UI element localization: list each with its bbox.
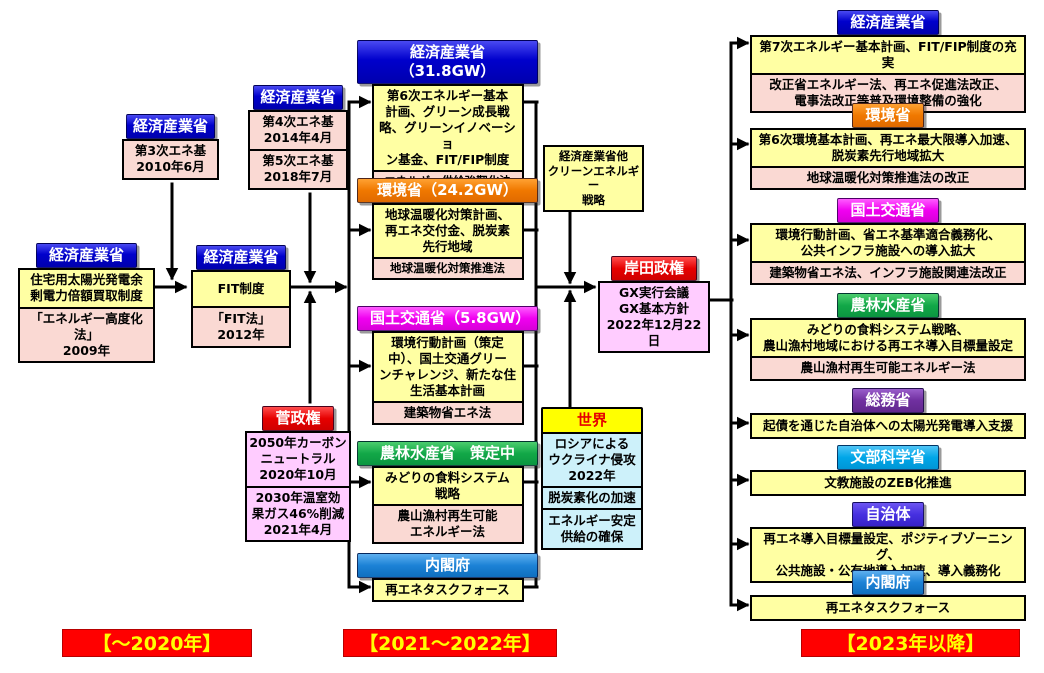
- policy-box: 第7次エネルギー基本計画、FIT/FIP制度の充実: [750, 34, 1026, 75]
- policy-box: 2030年温室効 果ガス46%削減 2021年4月: [245, 485, 351, 542]
- section-meti-3rd-energy-plan: 経済産業省 第3次エネ基 2010年6月: [122, 114, 219, 180]
- section-world: 世界 ロシアによる ウクライナ侵攻 2022年 脱炭素化の加速 エネルギー安定 …: [541, 407, 643, 550]
- section-mlit-5-8gw: 国土交通省（5.8GW） 環境行動計画（策定 中）、国土交通グリー ンチャレンジ…: [357, 306, 538, 425]
- section-meti-fit: 経済産業省 FIT制度 「FIT法」 2012年: [191, 245, 291, 348]
- ministry-header: 内閣府: [357, 553, 538, 578]
- ministry-header: 総務省: [852, 388, 924, 413]
- section-maff-planning: 農林水産省 策定中 みどりの食料システム 戦略 農山漁村再生可能 エネルギー法: [357, 441, 538, 544]
- law-box: 「エネルギー高度化法」 2009年: [18, 306, 155, 363]
- section-cabinet-office-2023: 内閣府 再エネタスクフォース: [750, 570, 1026, 621]
- ministry-header: 経済産業省: [35, 243, 137, 268]
- policy-box: 起債を通じた自治体への太陽光発電導入支援: [750, 412, 1026, 439]
- timeline-label-2023-onward: 【2023年以降】: [801, 629, 1020, 657]
- ministry-header: 経済産業省: [125, 114, 215, 139]
- ministry-header: 内閣府: [852, 570, 924, 595]
- event-box: 脱炭素化の加速: [541, 485, 643, 510]
- ministry-header: 国土交通省（5.8GW）: [357, 306, 538, 331]
- policy-box: 第5次エネ基 2018年7月: [248, 148, 348, 190]
- law-box: 農山漁村再生可能エネルギー法: [750, 355, 1026, 381]
- box-clean-energy-strategy: 経済産業省他 クリーンエネルギー 戦略: [543, 145, 644, 212]
- law-box: 建築物省エネ法: [371, 400, 524, 425]
- policy-box: 環境行動計画、省エネ基準適合義務化、 公共インフラ施設への導入拡大: [750, 222, 1026, 263]
- event-box: エネルギー安定 供給の確保: [541, 507, 643, 550]
- law-box: 建築物省エネ法、インフラ施設関連法改正: [750, 260, 1026, 285]
- law-box: 地球温暖化対策推進法の改正: [750, 165, 1026, 190]
- section-env-2023: 環境省 第6次環境基本計画、再エネ最大限導入加速、 脱炭素先行地域拡大 地球温暖…: [750, 103, 1026, 190]
- section-cabinet-office-mid: 内閣府 再エネタスクフォース: [357, 553, 538, 602]
- section-suga-administration: 菅政権 2050年カーボン ニュートラル 2020年10月 2030年温室効 果…: [245, 406, 351, 542]
- law-box: 農山漁村再生可能 エネルギー法: [371, 503, 524, 544]
- policy-box: FIT制度: [191, 269, 291, 308]
- section-meti-31-8gw: 経済産業省（31.8GW） 第6次エネルギー基本 計画、グリーン成長戦 略、グリ…: [357, 40, 538, 193]
- ministry-header: 経済産業省（31.8GW）: [357, 40, 538, 84]
- policy-box: 2050年カーボン ニュートラル 2020年10月: [245, 430, 351, 488]
- ministry-header: 経済産業省: [837, 10, 939, 35]
- policy-box: 地球温暖化対策計画、 再エネ交付金、脱炭素 先行地域: [371, 202, 524, 259]
- policy-box: 第6次エネルギー基本 計画、グリーン成長戦 略、グリーンイノベーショ ン基金、F…: [371, 83, 524, 172]
- section-maff-2023: 農林水産省 みどりの食料システム戦略、 農山漁村地域における再エネ導入目標量設定…: [750, 293, 1026, 381]
- section-soumu-2023: 総務省 起債を通じた自治体への太陽光発電導入支援: [750, 388, 1026, 439]
- section-kishida-administration: 岸田政権 GX実行会議 GX基本方針 2022年12月22日: [598, 256, 710, 353]
- policy-box: 第3次エネ基 2010年6月: [122, 138, 219, 180]
- event-box: ロシアによる ウクライナ侵攻 2022年: [541, 431, 643, 488]
- administration-header: 菅政権: [262, 406, 334, 431]
- timeline-label-until-2020: 【～2020年】: [62, 629, 252, 657]
- policy-box: 環境行動計画（策定 中）、国土交通グリー ンチャレンジ、新たな住 生活基本計画: [371, 330, 524, 403]
- section-mlit-2023: 国土交通省 環境行動計画、省エネ基準適合義務化、 公共インフラ施設への導入拡大 …: [750, 198, 1026, 285]
- law-box: 「FIT法」 2012年: [191, 305, 291, 348]
- policy-box: 経済産業省他 クリーンエネルギー 戦略: [543, 145, 644, 212]
- ministry-header: 経済産業省: [253, 85, 343, 110]
- section-meti-surplus-purchase: 経済産業省 住宅用太陽光発電余 剰電力倍額買取制度 「エネルギー高度化法」 20…: [18, 243, 155, 363]
- ministry-header: 経済産業省: [196, 245, 286, 270]
- policy-box: 第4次エネ基 2014年4月: [248, 109, 348, 151]
- section-env-24-2gw: 環境省（24.2GW） 地球温暖化対策計画、 再エネ交付金、脱炭素 先行地域 地…: [357, 178, 538, 280]
- section-mext-2023: 文部科学省 文教施設のZEB化推進: [750, 445, 1026, 496]
- administration-header: 岸田政権: [610, 256, 697, 281]
- section-meti-2023: 経済産業省 第7次エネルギー基本計画、FIT/FIP制度の充実 改正省エネルギー…: [750, 10, 1026, 113]
- policy-box: 第6次環境基本計画、再エネ最大限導入加速、 脱炭素先行地域拡大: [750, 127, 1026, 168]
- policy-box: 再エネタスクフォース: [750, 594, 1026, 621]
- ministry-header: 環境省（24.2GW）: [357, 178, 538, 203]
- policy-box: GX実行会議 GX基本方針 2022年12月22日: [598, 280, 710, 353]
- ministry-header: 環境省: [852, 103, 924, 128]
- section-meti-4th-5th-energy-plan: 経済産業省 第4次エネ基 2014年4月 第5次エネ基 2018年7月: [248, 85, 348, 190]
- policy-box: 再エネタスクフォース: [371, 577, 524, 602]
- ministry-header: 自治体: [852, 502, 924, 527]
- policy-box: みどりの食料システム 戦略: [371, 465, 524, 506]
- ministry-header: 農林水産省: [837, 293, 939, 318]
- law-box: 地球温暖化対策推進法: [371, 256, 524, 280]
- ministry-header: 農林水産省 策定中: [357, 441, 538, 466]
- world-header: 世界: [541, 407, 643, 434]
- policy-box: 文教施設のZEB化推進: [750, 469, 1026, 496]
- timeline-label-2021-2022: 【2021～2022年】: [343, 629, 557, 657]
- policy-box: みどりの食料システム戦略、 農山漁村地域における再エネ導入目標量設定: [750, 317, 1026, 358]
- ministry-header: 国土交通省: [837, 198, 939, 223]
- policy-box: 住宅用太陽光発電余 剰電力倍額買取制度: [18, 267, 155, 309]
- ministry-header: 文部科学省: [837, 445, 939, 470]
